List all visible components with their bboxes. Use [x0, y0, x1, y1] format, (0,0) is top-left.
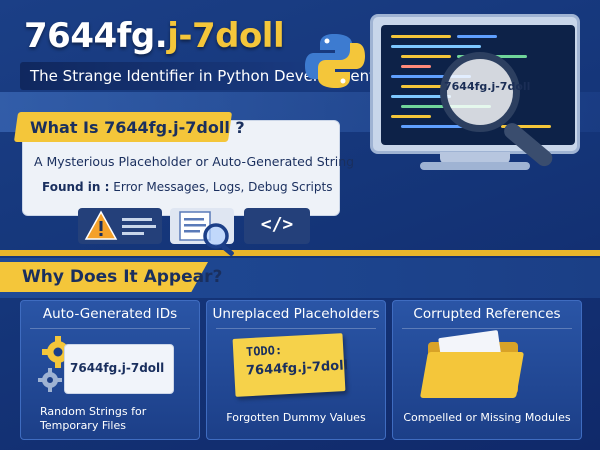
why-tab: [0, 262, 208, 292]
what-is-title: What Is 7644fg.j-7doll ?: [30, 118, 245, 137]
why-title: Why Does It Appear?: [22, 267, 223, 287]
reason-caption: Compelled or Missing Modules: [403, 411, 571, 424]
python-logo-icon: [305, 34, 365, 88]
monitor-stand: [440, 152, 510, 164]
gear-icon: [38, 336, 74, 392]
code-tile: [244, 208, 310, 244]
page-subtitle: The Strange Identifier in Python Develop…: [30, 67, 375, 85]
folder-icon: [419, 352, 525, 398]
sample-id-card: [64, 344, 174, 394]
magnified-identifier: 7644fg.j-7doll: [444, 80, 531, 93]
divider: [30, 328, 190, 329]
reason-caption: Random Strings for Temporary Files: [40, 405, 146, 433]
found-in-line: Found in : Error Messages, Logs, Debug S…: [42, 180, 332, 194]
reason-heading: Unreplaced Placeholders: [212, 306, 380, 322]
caption-line: Temporary Files: [40, 419, 126, 432]
log-lines-icon: [122, 218, 156, 235]
title-main: 7644fg.: [24, 16, 168, 56]
document-search-icon: [179, 211, 234, 257]
magnifier-icon: [440, 52, 520, 132]
monitor-base: [420, 162, 530, 170]
warning-icon: [84, 210, 118, 240]
todo-label: TODO:: [245, 343, 283, 359]
reason-caption: Forgotten Dummy Values: [226, 411, 366, 424]
caption-line: Random Strings for: [40, 405, 147, 418]
what-is-description: A Mysterious Placeholder or Auto-Generat…: [34, 154, 355, 169]
divider: [402, 328, 572, 329]
found-in-label: Found in :: [42, 180, 110, 194]
reason-heading: Corrupted References: [413, 306, 561, 322]
divider: [216, 328, 376, 329]
sample-identifier: 7644fg.j-7doll: [70, 361, 165, 375]
found-in-value: Error Messages, Logs, Debug Scripts: [113, 180, 333, 194]
section-divider: [0, 250, 600, 256]
reason-heading: Auto-Generated IDs: [42, 306, 178, 322]
page-title: 7644fg.j-7doll: [24, 16, 285, 56]
subtitle-bar: [20, 62, 350, 90]
title-accent: j-7doll: [167, 16, 285, 56]
code-icon: </>: [260, 214, 294, 235]
